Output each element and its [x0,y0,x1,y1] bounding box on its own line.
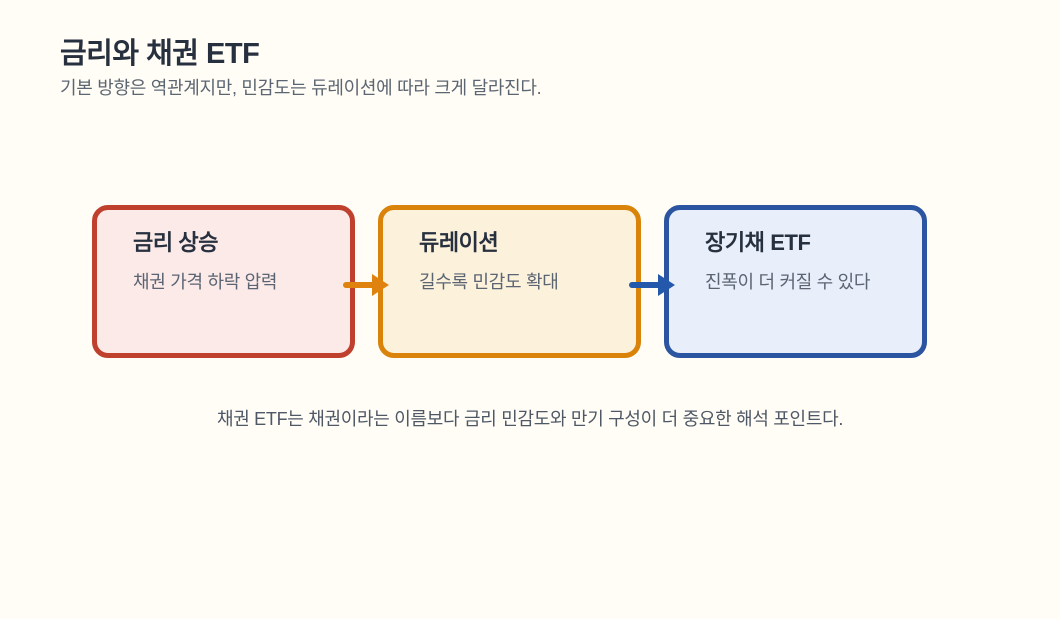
page-header: 금리와 채권 ETF 기본 방향은 역관계지만, 민감도는 듀레이션에 따라 크… [60,36,542,100]
flow-card-rate-rise: 금리 상승 채권 가격 하락 압력 [92,205,355,358]
blue-right-arrow-icon [629,274,675,296]
flow-card-title: 장기채 ETF [705,230,811,255]
page-title: 금리와 채권 ETF [60,38,260,70]
flow-card-duration: 듀레이션 길수록 민감도 확대 [378,205,641,358]
flow-diagram: 금리 상승 채권 가격 하락 압력 듀레이션 길수록 민감도 확대 장기채 ET… [92,205,927,358]
flow-card-description: 길수록 민감도 확대 [419,272,559,292]
flow-card-title: 금리 상승 [133,230,219,255]
orange-right-arrow-icon [343,274,389,296]
flow-card-description: 채권 가격 하락 압력 [133,272,278,292]
flow-card-title: 듀레이션 [419,230,499,255]
footer-note: 채권 ETF는 채권이라는 이름보다 금리 민감도와 만기 구성이 더 중요한 … [216,409,844,429]
page-subtitle: 기본 방향은 역관계지만, 민감도는 듀레이션에 따라 크게 달라진다. [60,78,542,98]
flow-card-description: 진폭이 더 커질 수 있다 [705,272,871,292]
flow-card-longterm-etf: 장기채 ETF 진폭이 더 커질 수 있다 [664,205,927,358]
